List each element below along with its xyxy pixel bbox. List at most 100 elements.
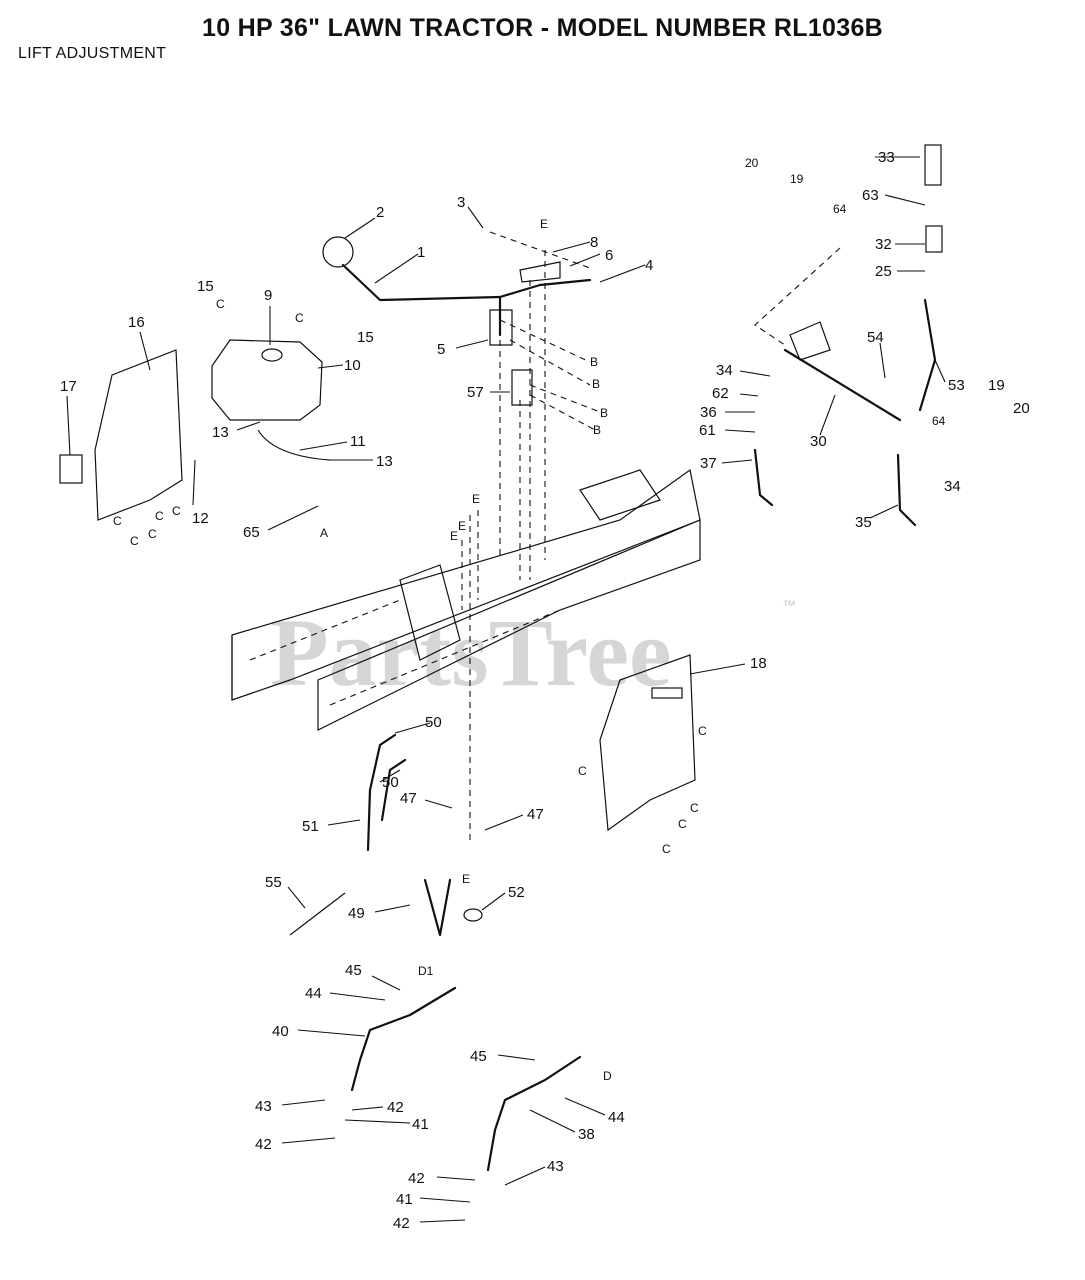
ref-letter-e-1: E bbox=[450, 529, 458, 543]
ref-letter-c-12: C bbox=[662, 842, 671, 856]
callout-53: 53 bbox=[948, 377, 965, 394]
page-title: 10 HP 36" LAWN TRACTOR - MODEL NUMBER RL… bbox=[201, 14, 884, 42]
ref-letter-b-1: B bbox=[590, 355, 598, 369]
callout-19-top: 19 bbox=[790, 172, 804, 186]
callout-12: 12 bbox=[192, 510, 209, 527]
callout-34-left: 34 bbox=[716, 362, 733, 379]
ref-letter-b-4: B bbox=[593, 423, 601, 437]
callout-30: 30 bbox=[810, 433, 827, 450]
ref-letter-c-5: C bbox=[148, 527, 157, 541]
callout-63: 63 bbox=[862, 187, 879, 204]
washer-part-52 bbox=[463, 908, 483, 922]
callout-11: 11 bbox=[350, 433, 366, 450]
callout-47-left: 47 bbox=[400, 790, 417, 807]
section-subtitle: LIFT ADJUSTMENT bbox=[18, 45, 167, 62]
callout-64-top: 64 bbox=[833, 202, 847, 216]
ref-letter-c-7: C bbox=[130, 534, 139, 548]
callout-18: 18 bbox=[750, 655, 767, 672]
ref-letter-c-1: C bbox=[216, 297, 225, 311]
side-panel-part-16 bbox=[59, 349, 183, 521]
callout-16: 16 bbox=[128, 314, 145, 331]
spring-part-55 bbox=[289, 892, 346, 936]
ref-letter-b-3: B bbox=[600, 406, 608, 420]
callout-62: 62 bbox=[712, 385, 729, 402]
callout-64-right: 64 bbox=[932, 414, 946, 428]
watermark-trademark: ™ bbox=[782, 597, 796, 613]
callout-38: 38 bbox=[578, 1126, 595, 1143]
chassis-frame bbox=[231, 468, 701, 731]
callout-17: 17 bbox=[60, 378, 77, 395]
callout-37: 37 bbox=[700, 455, 717, 472]
callout-52: 52 bbox=[508, 884, 525, 901]
fuel-cap-part-9 bbox=[261, 348, 283, 362]
ref-letter-e-bottom: E bbox=[462, 872, 470, 886]
ref-letter-e-3: E bbox=[472, 492, 480, 506]
decal-part-17 bbox=[59, 454, 83, 484]
callout-65: 65 bbox=[243, 524, 260, 541]
arm-part-49 bbox=[423, 878, 452, 937]
fuel-tank-part-10 bbox=[211, 339, 331, 461]
lift-shaft-part-30 bbox=[753, 144, 943, 527]
fuel-line-part-11 bbox=[257, 429, 331, 461]
bracket-part-57 bbox=[511, 369, 533, 406]
callout-15-left: 15 bbox=[197, 278, 214, 295]
callout-2: 2 bbox=[376, 204, 384, 221]
callout-41-upper: 41 bbox=[412, 1116, 429, 1133]
ref-letter-c-2: C bbox=[295, 311, 304, 325]
callout-42-a: 42 bbox=[387, 1099, 404, 1116]
callout-49: 49 bbox=[348, 905, 365, 922]
ref-letter-c-4: C bbox=[155, 509, 164, 523]
callout-43-left: 43 bbox=[255, 1098, 272, 1115]
ref-letter-d1: D1 bbox=[418, 964, 434, 978]
ref-letter-c-8: C bbox=[698, 724, 707, 738]
callout-34-right: 34 bbox=[944, 478, 961, 495]
grip-part-33 bbox=[924, 144, 942, 186]
callout-33: 33 bbox=[878, 149, 895, 166]
link-part-35 bbox=[896, 453, 917, 527]
sleeve-part-32 bbox=[925, 225, 943, 253]
ref-letter-c-11: C bbox=[678, 817, 687, 831]
callout-3: 3 bbox=[457, 194, 465, 211]
bracket-part-5 bbox=[489, 309, 533, 406]
callout-61: 61 bbox=[699, 422, 716, 439]
ref-letter-b-2: B bbox=[592, 377, 600, 391]
callout-35: 35 bbox=[855, 514, 872, 531]
callout-20-right: 20 bbox=[1013, 400, 1030, 417]
callout-43-right: 43 bbox=[547, 1158, 564, 1175]
callout-19-right: 19 bbox=[988, 377, 1005, 394]
callout-13-bottom: 13 bbox=[376, 453, 393, 470]
ref-letter-e-top: E bbox=[540, 217, 548, 231]
callout-50-top: 50 bbox=[425, 714, 442, 731]
handle-knob-part-2 bbox=[322, 236, 354, 268]
callout-40: 40 bbox=[272, 1023, 289, 1040]
callout-44-left: 44 bbox=[305, 985, 322, 1002]
callout-45-right: 45 bbox=[470, 1048, 487, 1065]
callout-44-right: 44 bbox=[608, 1109, 625, 1126]
ref-letter-c-10: C bbox=[690, 801, 699, 815]
callout-57: 57 bbox=[467, 384, 484, 401]
callout-55: 55 bbox=[265, 874, 282, 891]
ref-letter-c-3: C bbox=[172, 504, 181, 518]
ref-letter-d: D bbox=[603, 1069, 612, 1083]
callout-45-left: 45 bbox=[345, 962, 362, 979]
ref-letter-c-6: C bbox=[113, 514, 122, 528]
callout-4: 4 bbox=[645, 257, 653, 274]
callout-36: 36 bbox=[700, 404, 717, 421]
lift-link-part-51 bbox=[289, 733, 483, 937]
callout-5: 5 bbox=[437, 341, 445, 358]
rod-part-38 bbox=[486, 1055, 582, 1172]
callout-20-top: 20 bbox=[745, 156, 759, 170]
callout-47-right: 47 bbox=[527, 806, 544, 823]
ref-letter-e-2: E bbox=[458, 519, 466, 533]
side-panel-part-18 bbox=[599, 654, 696, 832]
callout-9: 9 bbox=[264, 287, 272, 304]
callout-25: 25 bbox=[875, 263, 892, 280]
ref-letter-a: A bbox=[320, 526, 328, 540]
callout-1: 1 bbox=[417, 244, 425, 261]
callout-41-lower: 41 bbox=[396, 1191, 413, 1208]
callout-8: 8 bbox=[590, 234, 598, 251]
callout-54: 54 bbox=[867, 329, 884, 346]
callout-13-top: 13 bbox=[212, 424, 229, 441]
callout-6: 6 bbox=[605, 247, 613, 264]
